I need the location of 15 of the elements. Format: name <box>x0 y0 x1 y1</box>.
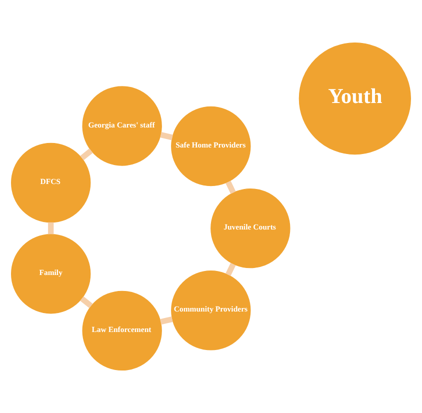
node-circle: DFCS <box>11 142 91 223</box>
connector <box>226 262 236 276</box>
node-circle: Juvenile Courts <box>210 188 290 268</box>
node-circle: Community Providers <box>171 270 251 350</box>
node-circle: Safe Home Providers <box>171 106 251 186</box>
connector <box>226 180 236 194</box>
node-circle: Georgia Cares' staff <box>82 86 162 166</box>
connector <box>160 132 173 140</box>
node-circle: Youth <box>298 42 411 155</box>
node-circle: Family <box>11 234 91 314</box>
connector <box>80 148 93 160</box>
node-circle: Law Enforcement <box>82 290 162 371</box>
connector <box>80 296 93 308</box>
connector <box>48 222 54 234</box>
connector <box>160 316 173 325</box>
